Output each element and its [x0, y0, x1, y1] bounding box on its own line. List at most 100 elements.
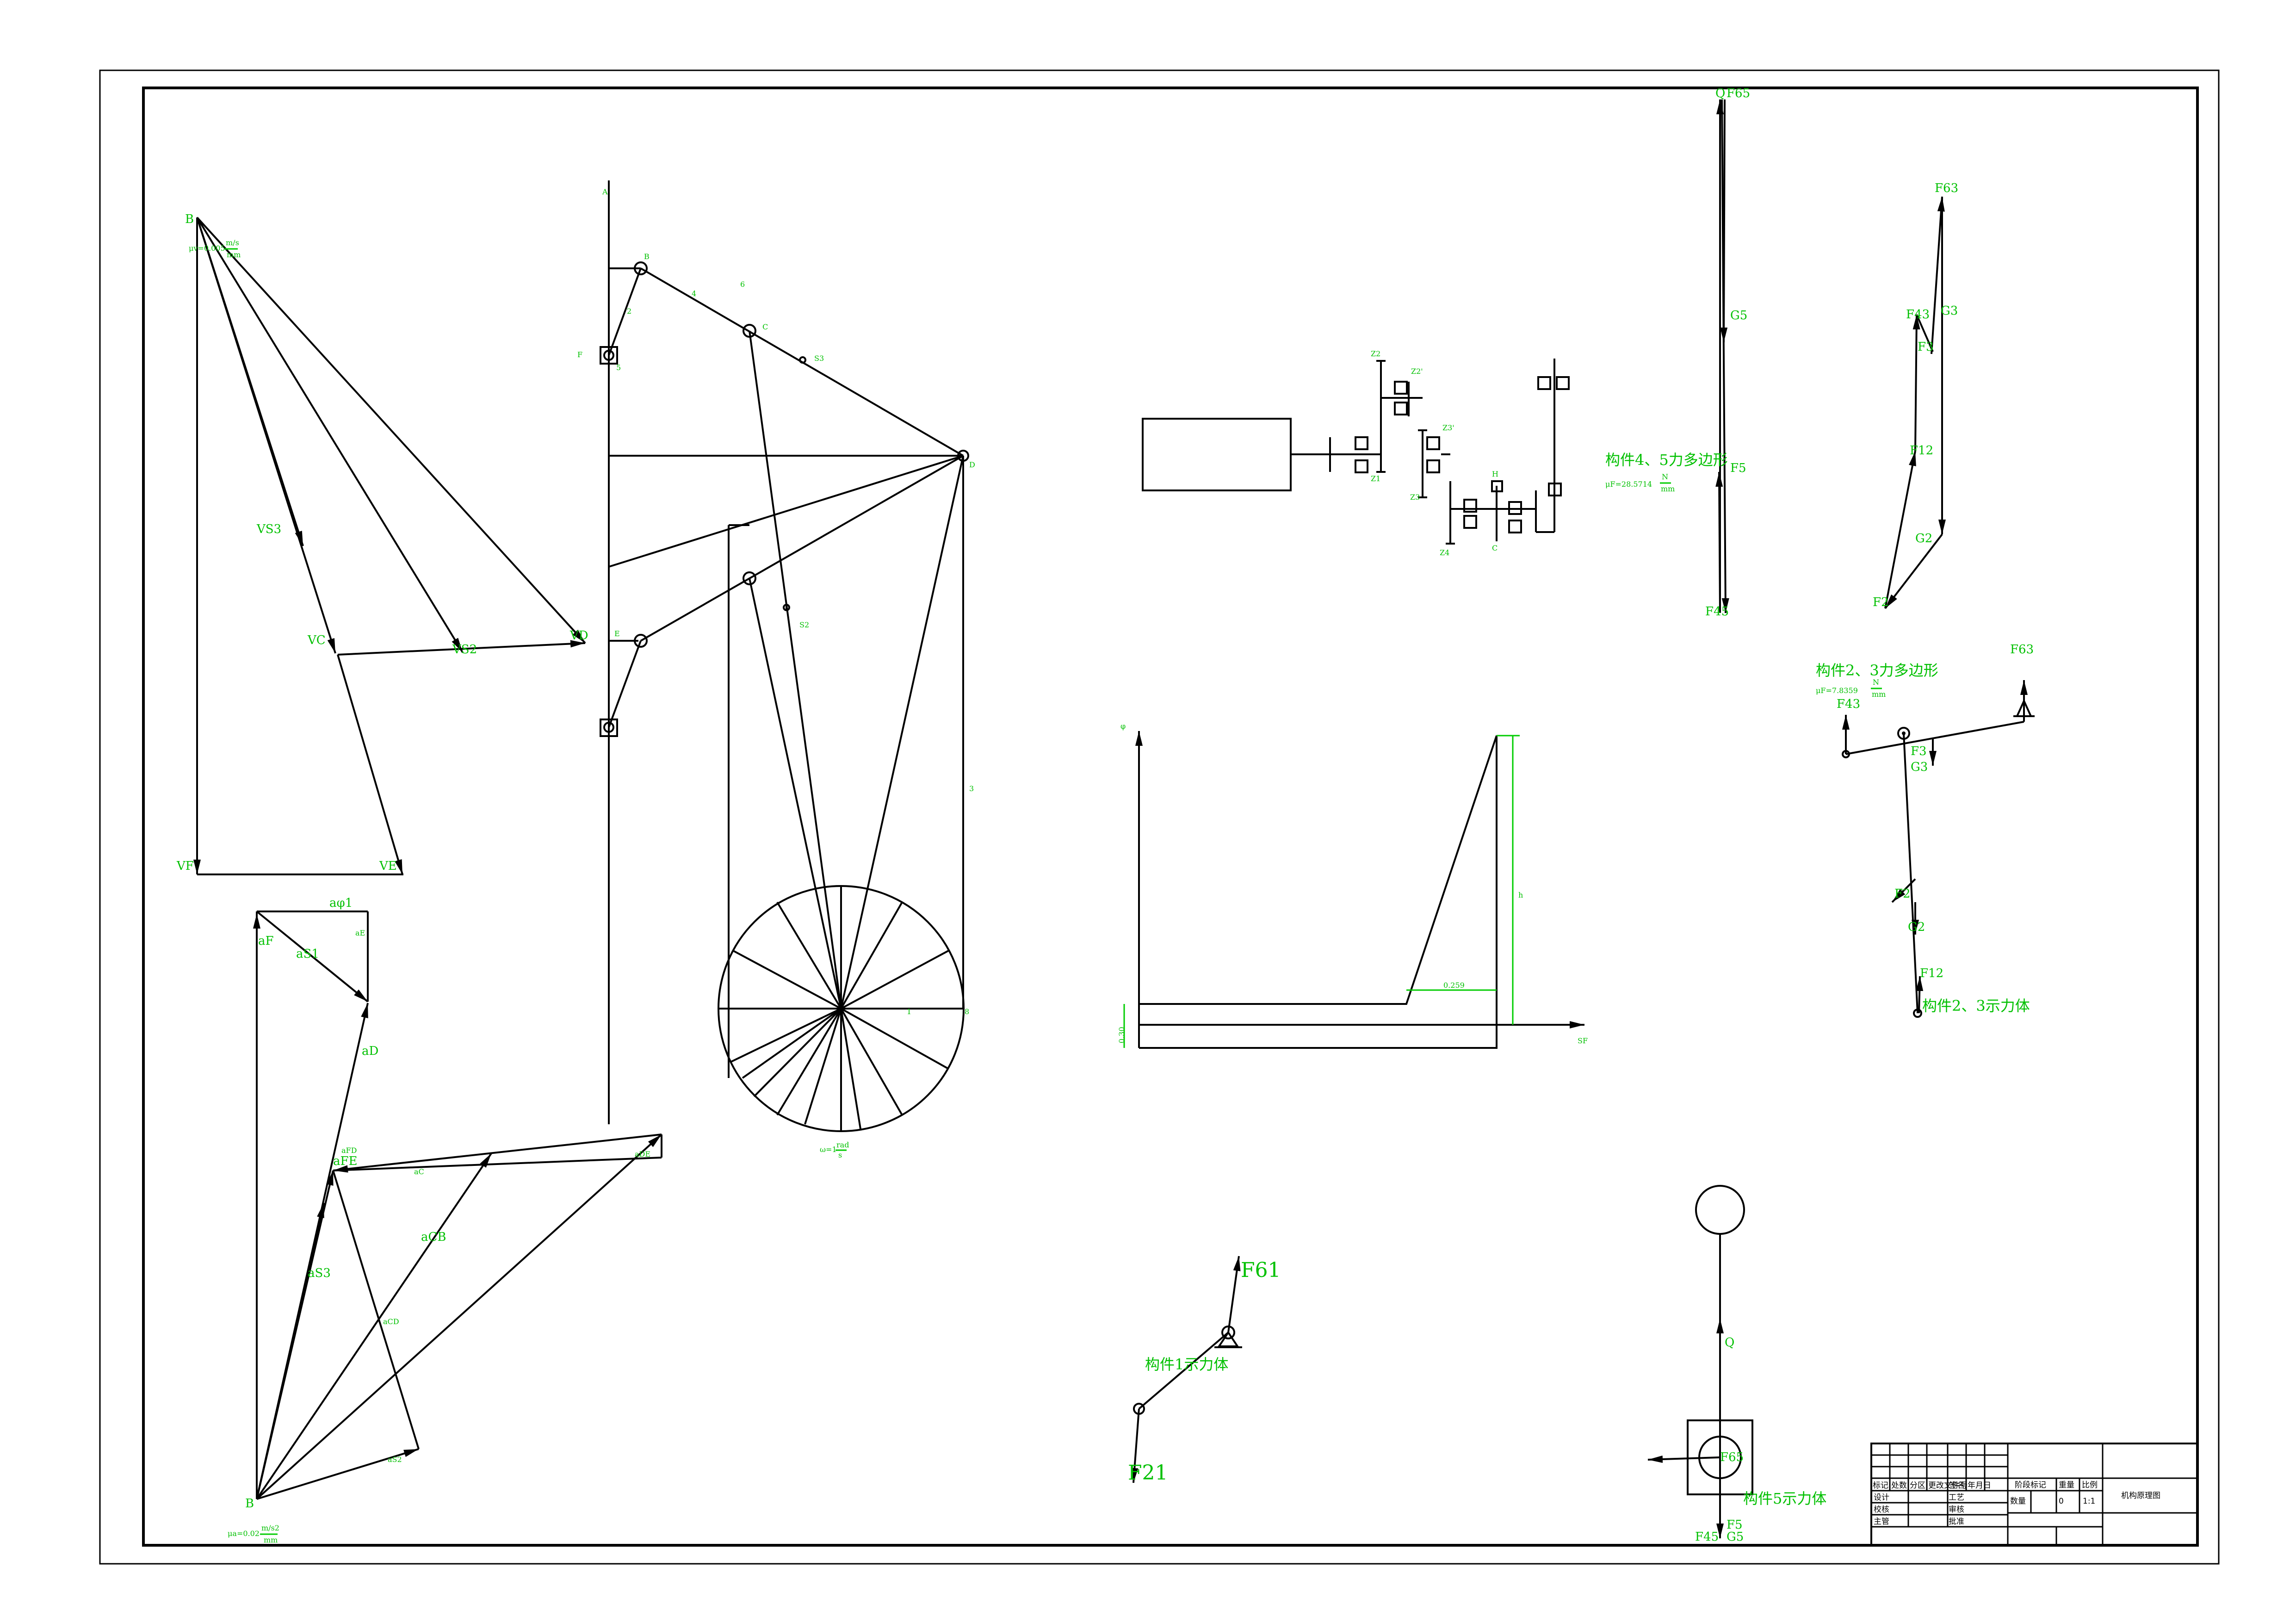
fb5-label-f65: F65: [1720, 1450, 1744, 1464]
slider-f2: [600, 719, 618, 737]
tb-header-5: 签名: [1949, 1481, 1965, 1490]
f45-label-f5: F5: [1730, 461, 1746, 475]
tb-header-4: 更改文件号: [1928, 1481, 1968, 1490]
fb1-label-f21: F21: [1128, 1461, 1168, 1485]
mech-label-d: D: [969, 460, 975, 469]
fb23-label-g3: G3: [1911, 760, 1928, 774]
velocity-unit-den: mm: [227, 250, 241, 259]
tb-header-1: 标记: [1873, 1481, 1888, 1490]
accel-label-2: aF: [258, 934, 274, 948]
accel-label-7: aFE: [333, 1154, 358, 1168]
f45-unit-den: mm: [1661, 484, 1675, 493]
tb-mid-approve: 批准: [1949, 1517, 1964, 1526]
fb5-label-f5: F5: [1727, 1518, 1743, 1532]
gear-label-z3p: Z3': [1442, 423, 1454, 432]
f23-label-f12: F12: [1910, 444, 1933, 458]
gear-label-z2: Z2: [1371, 349, 1380, 358]
graph-h-label: h: [1518, 891, 1523, 899]
joint-c2: [743, 571, 756, 585]
gear-label-z1: Z1: [1371, 474, 1380, 483]
vs3-label: VS3: [256, 522, 281, 536]
f45-label-f65: F65: [1727, 87, 1750, 100]
free-body-23: F63 F43 F3 G3 F2 G2 F12 构件2、3力多边形 μF=7.8…: [1816, 643, 2035, 1018]
fb23-unit-num: N: [1873, 678, 1879, 687]
mech-label-f: F: [577, 350, 582, 359]
f45-title: 构件4、5力多边形: [1605, 451, 1728, 469]
joint-c: [743, 324, 756, 338]
mech-label-s2: S2: [799, 620, 809, 629]
fb23-scale: μF=7.8359: [1816, 686, 1858, 695]
tb-scale-value: 1:1: [2083, 1497, 2095, 1506]
mech-label-5: 5: [616, 363, 621, 372]
accel-label-13: aFD: [341, 1146, 357, 1155]
tb-stage-label: 阶段标记: [2015, 1481, 2046, 1490]
gear-label-z4: Z4: [1440, 548, 1449, 557]
fb23-title: 构件2、3力多边形: [1816, 662, 1938, 679]
f45-label-f45: F45: [1705, 605, 1729, 619]
accel-label-3: aS1: [296, 947, 319, 961]
gear-label-h: H: [1492, 470, 1498, 478]
slider-f: [600, 346, 618, 365]
free-body-1: F61 F21 构件1示力体: [1128, 1256, 1281, 1485]
f45-unit-num: N: [1662, 472, 1668, 481]
velocity-pole-label: B: [185, 212, 194, 226]
fb23-caption: 构件2、3示力体: [1922, 997, 2030, 1015]
tb-weight-value: 0: [2059, 1497, 2064, 1506]
tb-header-2: 处数: [1891, 1481, 1907, 1490]
omega-unit-den: s: [838, 1151, 842, 1159]
inner-border: [142, 87, 2199, 1547]
f23-label-g2: G2: [1915, 532, 1932, 545]
mech-label-a: A: [602, 187, 608, 196]
accel-label-12: aS2: [388, 1455, 402, 1464]
tb-weight-label: 重量: [2059, 1481, 2074, 1490]
accel-label-4: aE: [355, 929, 365, 937]
accel-pole-label: B: [245, 1497, 254, 1511]
free-body-5: Q F65 F45 F5 G5 构件5示力体: [1647, 1185, 1826, 1544]
mech-label-c: C: [762, 322, 768, 331]
fb23-label-f63: F63: [2010, 643, 2034, 657]
fb5-label-f45: F45: [1695, 1530, 1719, 1544]
fb1-label-f61: F61: [1241, 1258, 1281, 1282]
accel-label-8: aC: [414, 1167, 424, 1176]
omega-unit-num: rad: [836, 1140, 849, 1149]
mechanism-linkage: A B C D E F S3 S2 1 2 3 4 5 6 8 ω=1 rad …: [577, 180, 975, 1159]
tb-count-label: 数量: [2010, 1497, 2026, 1506]
joint-b: [634, 261, 648, 275]
f23-label-f3: F3: [1918, 340, 1934, 354]
tb-row-lead: 主管: [1874, 1517, 1889, 1526]
accel-scale-label: μa=0.02: [228, 1529, 260, 1538]
f45-label-q: Q: [1715, 87, 1725, 100]
fb23-label-f2: F2: [1894, 887, 1911, 901]
graph-xaxis-label: SF: [1578, 1036, 1588, 1045]
f45-label-g5: G5: [1730, 309, 1747, 322]
tb-title: 机构原理图: [2121, 1491, 2160, 1500]
ve-label: VE: [379, 859, 397, 873]
title-block: 标记 处数 分区 更改文件号 签名 年月日 设计 校核 主管 工艺 审核 批准 …: [1870, 1443, 2198, 1546]
mech-label-4: 4: [692, 289, 696, 298]
tb-row-check: 校核: [1874, 1505, 1889, 1514]
fb5-label-g5: G5: [1727, 1530, 1744, 1544]
velocity-scale-label: μv=0.005: [189, 244, 225, 253]
tb-header-6: 年月日: [1968, 1481, 1991, 1490]
f23-label-f43: F43: [1906, 308, 1930, 322]
accel-label-1: aφ1: [329, 896, 353, 910]
motor-box: [1142, 418, 1292, 491]
tb-row-design: 设计: [1874, 1493, 1889, 1502]
mech-label-e: E: [614, 629, 620, 638]
joint-d: [957, 450, 969, 462]
graph-t2-label: 0.259: [1443, 981, 1465, 990]
f23-label-g3: G3: [1941, 304, 1958, 318]
mech-label-1: 1: [907, 1007, 911, 1016]
acceleration-polygon: B μa=0.02 m/s2 mm aφ1 aF aS1 aE aD aDE a…: [228, 896, 662, 1544]
force-polygon-23: F63 F43 G3 F3 F12 G2 F2: [1873, 181, 1958, 609]
fb23-label-f43: F43: [1837, 697, 1860, 711]
graph-t1-label: 0.30: [1117, 1027, 1126, 1043]
tb-scale-label: 比例: [2082, 1481, 2098, 1490]
mech-label-s3: S3: [814, 354, 824, 363]
point-s3: [799, 356, 806, 364]
accel-unit-num: m/s2: [261, 1524, 279, 1532]
mech-label-3: 3: [969, 784, 974, 793]
f23-label-f2: F2: [1873, 595, 1889, 609]
point-s2: [783, 604, 790, 611]
mech-label-2: 2: [627, 307, 631, 316]
